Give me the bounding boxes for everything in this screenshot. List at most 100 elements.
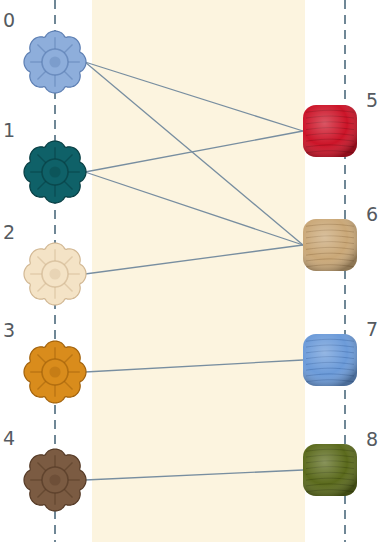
motif-stitch [30, 273, 42, 274]
motif-shape [23, 242, 87, 306]
node-number: 3 [3, 319, 15, 341]
motif-stitch [68, 273, 80, 274]
motif-stitch [54, 493, 55, 505]
connector-line [85, 470, 303, 480]
motif-stitch [37, 154, 45, 162]
motif-shape [23, 448, 87, 512]
node-number: 8 [366, 428, 378, 450]
crochet-motif: 1 [23, 140, 87, 204]
motif-centre [49, 268, 60, 279]
label-holder: 1 [3, 121, 15, 141]
connector-line [85, 62, 303, 131]
motif-stitch [37, 44, 45, 52]
motif-stitch [37, 181, 45, 189]
motif-stitch [68, 479, 80, 480]
label-holder: 5 [366, 91, 378, 111]
motif-stitch [64, 489, 72, 497]
motif-stitch [64, 181, 72, 189]
motif-stitch [37, 354, 45, 362]
center-panel [92, 0, 305, 542]
motif-outline [24, 449, 86, 511]
motif-centre [49, 474, 60, 485]
motif-stitch [30, 479, 42, 480]
yarn-shape [303, 105, 357, 157]
motif-shape [23, 140, 87, 204]
motif-body [24, 341, 86, 403]
yarn-body [303, 105, 357, 157]
yarn-ball: 5 [303, 105, 357, 157]
yarn-shade [303, 105, 357, 157]
yarn-shade [303, 444, 357, 496]
motif-centre [49, 366, 60, 377]
yarn-shape [303, 334, 357, 386]
motif-centre [49, 56, 60, 67]
motif-centre [49, 166, 60, 177]
label-holder: 3 [3, 321, 15, 341]
motif-stitch [54, 385, 55, 397]
motif-stitch [37, 462, 45, 470]
label-holder: 6 [366, 205, 378, 225]
motif-stitch [54, 147, 55, 159]
motif-stitch [54, 455, 55, 467]
node-number: 4 [3, 427, 15, 449]
connector-line [85, 62, 303, 245]
node-number: 7 [366, 318, 378, 340]
yarn-shape [303, 444, 357, 496]
crochet-motif: 0 [23, 30, 87, 94]
node-number: 0 [3, 9, 15, 31]
motif-stitch [68, 61, 80, 62]
node-number: 5 [366, 89, 378, 111]
motif-stitch [54, 185, 55, 197]
motif-stitch [37, 381, 45, 389]
motif-stitch [68, 171, 80, 172]
crochet-motif: 3 [23, 340, 87, 404]
motif-stitch [54, 347, 55, 359]
motif-shape [23, 30, 87, 94]
yarn-body [303, 219, 357, 271]
motif-stitch [64, 283, 72, 291]
motif-stitch [30, 61, 42, 62]
crochet-motif: 2 [23, 242, 87, 306]
motif-stitch [37, 283, 45, 291]
motif-stitch [37, 71, 45, 79]
motif-body [24, 141, 86, 203]
motif-stitch [30, 171, 42, 172]
motif-stitch [64, 44, 72, 52]
motif-ring [42, 261, 68, 287]
yarn-shade [303, 334, 357, 386]
motif-stitch [37, 489, 45, 497]
crochet-motif: 4 [23, 448, 87, 512]
motif-ring [42, 49, 68, 75]
motif-ring [42, 467, 68, 493]
yarn-shape [303, 219, 357, 271]
node-number: 1 [3, 119, 15, 141]
motif-stitch [37, 256, 45, 264]
yarn-ball: 6 [303, 219, 357, 271]
motif-stitch [54, 75, 55, 87]
motif-stitch [64, 381, 72, 389]
motif-outline [24, 31, 86, 93]
motif-body [24, 243, 86, 305]
motif-ring [42, 159, 68, 185]
motif-shape [23, 340, 87, 404]
motif-stitch [64, 256, 72, 264]
motif-stitch [64, 154, 72, 162]
connector-line [85, 172, 303, 245]
yarn-shade [303, 219, 357, 271]
node-number: 2 [3, 221, 15, 243]
label-holder: 8 [366, 430, 378, 450]
label-holder: 2 [3, 223, 15, 243]
node-number: 6 [366, 203, 378, 225]
yarn-ball: 8 [303, 444, 357, 496]
connector-line [85, 360, 303, 372]
motif-stitch [64, 71, 72, 79]
motif-ring [42, 359, 68, 385]
motif-outline [24, 141, 86, 203]
label-holder: 0 [3, 11, 15, 31]
motif-stitch [64, 354, 72, 362]
motif-stitch [68, 371, 80, 372]
motif-stitch [54, 37, 55, 49]
yarn-body [303, 334, 357, 386]
motif-stitch [64, 462, 72, 470]
